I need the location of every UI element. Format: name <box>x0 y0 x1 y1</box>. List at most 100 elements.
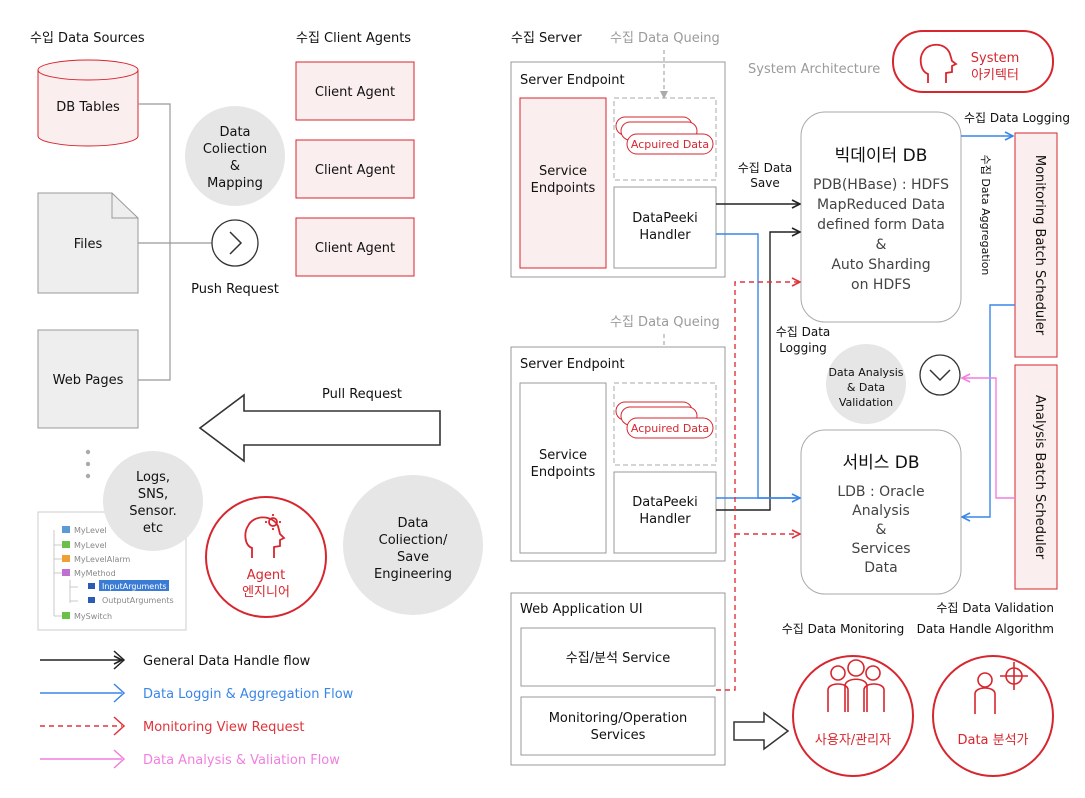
data-analysis-line3: Validation <box>839 396 893 409</box>
push-request-button[interactable]: Push Request <box>191 219 279 297</box>
analysis-batch-scheduler: Analysis Batch Scheduler <box>1014 364 1058 590</box>
service-db-line: & <box>876 522 887 538</box>
server-endpoint-2: Server Endpoint Service Endpoints Acpuir… <box>510 346 726 562</box>
acquired-data-label: Acpuired Data <box>631 138 709 151</box>
bigdata-db-line: Auto Sharding <box>831 257 930 273</box>
acquired-data-label: Acpuired Data <box>631 422 709 435</box>
tree-item: MyLevel <box>74 541 107 550</box>
bigdata-db-line: MapReduced Data <box>817 197 945 213</box>
data-collection-line2: Coliection <box>203 142 267 157</box>
push-request-label: Push Request <box>191 282 279 297</box>
users-admins-role: 사용자/관리자 <box>792 655 914 777</box>
agent-engineer-line2: 엔지니어 <box>242 585 290 600</box>
web-pages-source: Web Pages <box>37 329 139 429</box>
tree-item: MyLevel <box>74 526 107 535</box>
more-sources-dots <box>85 449 91 479</box>
service-db-title: 서비스 DB <box>842 453 919 473</box>
logs-line4: etc <box>143 521 163 536</box>
chevron-down-icon <box>929 369 951 382</box>
collection-save-line3: Save <box>397 550 429 565</box>
tree-item: MyLevelAlarm <box>74 555 131 564</box>
client-agent-label: Client Agent <box>315 241 395 256</box>
monitoring-scheduler-label: Monitoring Batch Scheduler <box>1032 155 1047 336</box>
collection-save-line2: Coliection/ <box>379 533 448 548</box>
data-collection-line4: Mapping <box>207 176 263 191</box>
datapeeki-handler-line2: Handler <box>639 512 691 527</box>
data-analysis-validation-circle: Data Analysis & Data Validation <box>826 344 906 424</box>
bigdata-db-line: & <box>876 237 887 253</box>
legend-logging-flow: Data Loggin & Aggregation Flow <box>143 687 354 702</box>
edge-label-monitoring: 수집 Data Monitoring <box>782 622 905 636</box>
header-queing-bottom: 수집 Data Queing <box>610 315 720 330</box>
client-agent-1: Client Agent <box>295 61 415 121</box>
legend: General Data Handle flow Data Loggin & A… <box>40 650 354 769</box>
monitoring-services-line1: Monitoring/Operation <box>549 711 688 726</box>
edge-label-aggregation: 수집 Data Aggregation <box>979 155 992 276</box>
pull-request-arrow: Pull Request <box>198 387 441 463</box>
server-endpoint-1: Server Endpoint Service Endpoints Acpuir… <box>510 61 726 278</box>
db-tables-label: DB Tables <box>56 100 120 115</box>
data-analyst-role: Data 분석가 <box>932 655 1054 777</box>
header-client-agents: 수집 Client Agents <box>296 31 411 46</box>
tree-item: MyMethod <box>74 569 116 578</box>
server-endpoint-title: Server Endpoint <box>520 357 625 372</box>
web-application-ui: Web Application UI 수집/분석 Service Monitor… <box>510 592 726 766</box>
edge-label-validation: 수집 Data Validation <box>936 601 1054 615</box>
analyst-label: Data 분석가 <box>957 733 1028 748</box>
agent-engineer-line1: Agent <box>247 568 285 583</box>
server-endpoint-title: Server Endpoint <box>520 73 625 88</box>
analyst-target-icon <box>974 662 1028 714</box>
collection-analysis-service: 수집/분석 Service <box>566 651 670 666</box>
expand-analysis-button[interactable] <box>919 354 961 396</box>
collection-save-engineering-circle: Data Coliection/ Save Engineering <box>343 475 483 615</box>
legend-general-flow: General Data Handle flow <box>143 654 311 669</box>
edge-label-handle: Data Handle Algorithm <box>917 622 1054 636</box>
data-collection-line3: & <box>230 159 240 174</box>
service-endpoints-line2: Endpoints <box>531 181 596 196</box>
collection-save-line4: Engineering <box>374 567 452 582</box>
datapeeki-handler-line1: DataPeeki <box>632 495 698 510</box>
service-db-line: Data <box>864 560 897 576</box>
edge-label-save-2: Save <box>750 176 779 190</box>
bigdata-db-line: on HDFS <box>851 277 911 293</box>
source-connectors <box>138 103 212 381</box>
bigdata-db-line: PDB(HBase) : HDFS <box>813 177 949 193</box>
service-db-line: Services <box>851 541 910 557</box>
architect-head-icon <box>919 43 958 83</box>
header-data-sources: 수입 Data Sources <box>30 31 145 46</box>
header-queing-top: 수집 Data Queing <box>610 31 720 46</box>
system-architect-line1: System <box>971 51 1019 66</box>
bigdata-db: 빅데이터 DB PDB(HBase) : HDFS MapReduced Dat… <box>800 111 962 323</box>
users-label: 사용자/관리자 <box>815 733 891 748</box>
edge-label-logging-1: 수집 Data <box>776 325 831 339</box>
datapeeki-handler-line1: DataPeeki <box>632 211 698 226</box>
header-server: 수집 Server <box>511 31 582 46</box>
client-agent-label: Client Agent <box>315 163 395 178</box>
chevron-right-icon <box>229 231 243 255</box>
logs-sns-sensor-circle: Logs, SNS, Sensor. etc <box>103 451 203 551</box>
legend-analysis-flow: Data Analysis & Valiation Flow <box>143 753 340 768</box>
service-endpoints-line1: Service <box>539 164 587 179</box>
files-label: Files <box>74 237 103 252</box>
logs-line1: Logs, <box>136 470 170 485</box>
web-app-title: Web Application UI <box>520 602 643 617</box>
files-source: Files <box>37 192 139 294</box>
engineer-head-gear-icon <box>244 514 286 558</box>
service-db: 서비스 DB LDB : Oracle Analysis & Services … <box>800 429 962 595</box>
tree-item: MySwitch <box>74 612 112 621</box>
legend-monitoring-request: Monitoring View Request <box>143 720 304 735</box>
data-collection-line1: Data <box>219 125 250 140</box>
bigdata-db-line: defined form Data <box>817 217 945 233</box>
datapeeki-handler-line2: Handler <box>639 228 691 243</box>
data-analysis-line2: & Data <box>847 381 885 394</box>
client-agent-3: Client Agent <box>295 217 415 277</box>
tree-item: OutputArguments <box>102 596 174 605</box>
header-system-architecture: System Architecture <box>748 62 880 77</box>
client-agent-label: Client Agent <box>315 85 395 100</box>
pull-request-label: Pull Request <box>322 387 402 402</box>
flow-lines <box>716 136 1015 691</box>
logs-line3: Sensor. <box>129 504 177 519</box>
system-architect-line2: 아키텍터 <box>971 68 1019 83</box>
logs-line2: SNS, <box>138 487 168 502</box>
